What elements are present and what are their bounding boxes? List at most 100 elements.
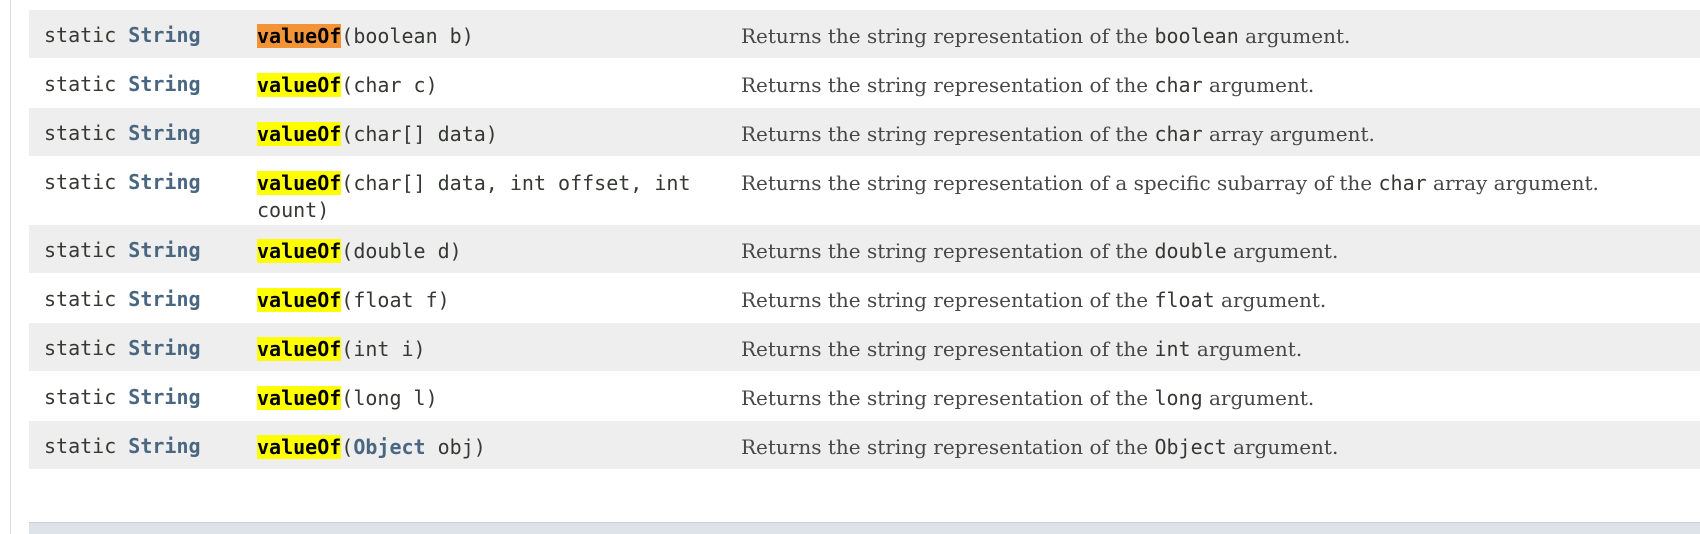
description-text-end: array argument. — [1202, 122, 1375, 146]
method-params: ( — [341, 435, 354, 459]
method-params: (char[] data, int offset, int count) — [257, 171, 691, 222]
return-type-link[interactable]: String — [128, 72, 201, 96]
description-code: long — [1154, 386, 1203, 410]
description-text-end: argument. — [1214, 288, 1327, 312]
method-name-link[interactable]: valueOf — [257, 73, 342, 97]
method-signature: valueOf(char[] data) — [257, 108, 741, 148]
method-name-link[interactable]: valueOf — [257, 24, 342, 48]
modifier: static — [44, 23, 117, 47]
return-type-link[interactable]: String — [128, 121, 201, 145]
method-signature: valueOf(int i) — [257, 323, 741, 363]
method-signature: valueOf(long l) — [257, 372, 741, 412]
description-code: char — [1154, 122, 1203, 146]
description-code: Object — [1154, 435, 1227, 459]
method-signature: valueOf(char[] data, int offset, int cou… — [257, 157, 741, 224]
modifier-and-type: static String — [29, 274, 257, 311]
description-text: Returns the string representation of the — [741, 239, 1155, 263]
description-text: Returns the string representation of the — [741, 337, 1155, 361]
description-code: boolean — [1154, 24, 1239, 48]
description-text-end: argument. — [1238, 24, 1351, 48]
method-description: Returns the string representation of a s… — [741, 157, 1700, 195]
description-text: Returns the string representation of the — [741, 24, 1155, 48]
modifier-and-type: static String — [29, 372, 257, 409]
left-border — [10, 0, 11, 534]
method-description: Returns the string representation of the… — [741, 108, 1700, 146]
method-signature: valueOf(Object obj) — [257, 421, 741, 461]
return-type-link[interactable]: String — [128, 170, 201, 194]
modifier: static — [44, 121, 117, 145]
description-text: Returns the string representation of the — [741, 122, 1155, 146]
method-params: (double d) — [341, 239, 462, 263]
method-description: Returns the string representation of the… — [741, 421, 1700, 459]
description-code: char — [1154, 73, 1203, 97]
description-text-end: array argument. — [1426, 171, 1599, 195]
description-text: Returns the string representation of the — [741, 288, 1155, 312]
description-code: float — [1154, 288, 1215, 312]
method-params: (char c) — [341, 73, 438, 97]
description-code: int — [1154, 337, 1191, 361]
description-text-end: argument. — [1190, 337, 1303, 361]
method-name-link[interactable]: valueOf — [257, 288, 342, 312]
method-signature: valueOf(float f) — [257, 274, 741, 314]
modifier: static — [44, 385, 117, 409]
return-type-link[interactable]: String — [128, 336, 201, 360]
method-params: (float f) — [341, 288, 450, 312]
method-params: (long l) — [341, 386, 438, 410]
modifier: static — [44, 434, 117, 458]
method-name-link[interactable]: valueOf — [257, 337, 342, 361]
method-params: (int i) — [341, 337, 426, 361]
method-description: Returns the string representation of the… — [741, 274, 1700, 312]
modifier-and-type: static String — [29, 225, 257, 262]
description-text: Returns the string representation of the — [741, 386, 1155, 410]
method-params: (boolean b) — [341, 24, 474, 48]
modifier-and-type: static String — [29, 157, 257, 194]
method-signature: valueOf(boolean b) — [257, 10, 741, 50]
method-signature: valueOf(char c) — [257, 59, 741, 99]
method-description: Returns the string representation of the… — [741, 59, 1700, 97]
modifier: static — [44, 72, 117, 96]
modifier-and-type: static String — [29, 59, 257, 96]
description-text: Returns the string representation of the — [741, 73, 1155, 97]
param-type-link[interactable]: Object — [353, 435, 426, 459]
method-name-link[interactable]: valueOf — [257, 239, 342, 263]
modifier: static — [44, 238, 117, 262]
modifier: static — [44, 287, 117, 311]
method-description: Returns the string representation of the… — [741, 225, 1700, 263]
method-name-link[interactable]: valueOf — [257, 386, 342, 410]
return-type-link[interactable]: String — [128, 238, 201, 262]
return-type-link[interactable]: String — [128, 23, 201, 47]
modifier: static — [44, 336, 117, 360]
method-name-link[interactable]: valueOf — [257, 171, 342, 195]
modifier-and-type: static String — [29, 10, 257, 47]
method-signature: valueOf(double d) — [257, 225, 741, 265]
return-type-link[interactable]: String — [128, 385, 201, 409]
description-text: Returns the string representation of the — [741, 435, 1155, 459]
modifier-and-type: static String — [29, 421, 257, 458]
modifier-and-type: static String — [29, 323, 257, 360]
method-params-rest: obj) — [425, 435, 486, 459]
description-text-end: argument. — [1202, 73, 1315, 97]
description-code: double — [1154, 239, 1227, 263]
method-description: Returns the string representation of the… — [741, 372, 1700, 410]
method-name-link[interactable]: valueOf — [257, 122, 342, 146]
description-text: Returns the string representation of a s… — [741, 171, 1379, 195]
method-params: (char[] data) — [341, 122, 498, 146]
description-text-end: argument. — [1226, 435, 1339, 459]
method-description: Returns the string representation of the… — [741, 10, 1700, 48]
return-type-link[interactable]: String — [128, 287, 201, 311]
return-type-link[interactable]: String — [128, 434, 201, 458]
method-name-link[interactable]: valueOf — [257, 435, 342, 459]
description-text-end: argument. — [1202, 386, 1315, 410]
method-description: Returns the string representation of the… — [741, 323, 1700, 361]
modifier: static — [44, 170, 117, 194]
